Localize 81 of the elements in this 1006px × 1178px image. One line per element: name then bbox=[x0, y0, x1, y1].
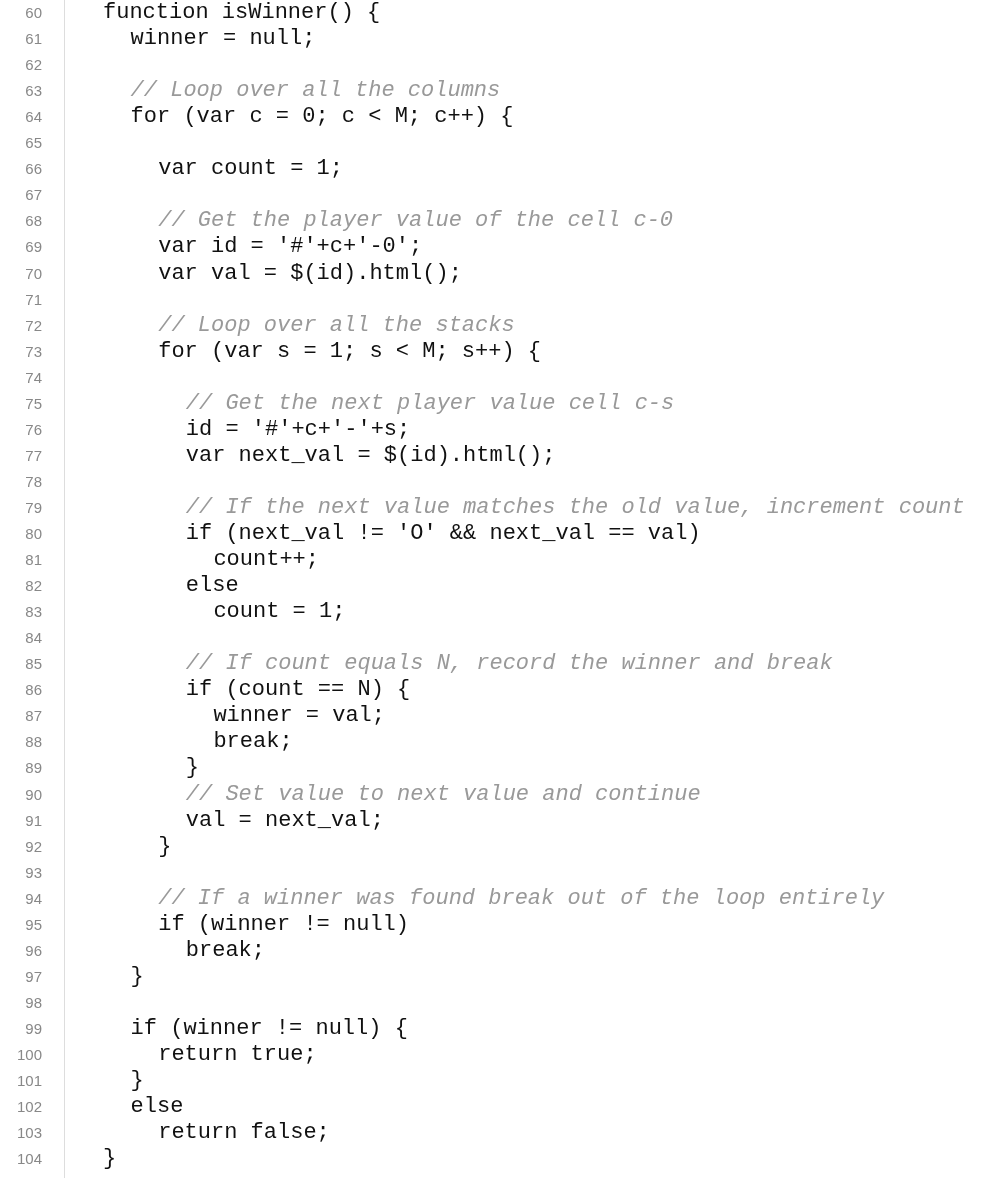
code-line: return false; bbox=[158, 1121, 330, 1146]
line-number: 73 bbox=[24, 341, 42, 362]
line-number: 96 bbox=[24, 940, 42, 961]
code-comment: // If the next value matches the old value, increment count bbox=[185, 495, 965, 520]
code-line: } bbox=[185, 756, 199, 781]
line-number: 103 bbox=[15, 1123, 42, 1144]
line-number: 93 bbox=[24, 862, 42, 883]
line-number: 87 bbox=[24, 706, 42, 727]
code-comment: // Loop over all the stacks bbox=[158, 313, 515, 338]
line-number: 102 bbox=[15, 1097, 42, 1118]
line-number: 91 bbox=[24, 810, 42, 831]
line-number: 72 bbox=[24, 315, 42, 336]
line-number: 80 bbox=[24, 524, 42, 544]
code-line: } bbox=[103, 1147, 117, 1172]
line-number: 97 bbox=[24, 966, 42, 987]
line-number: 99 bbox=[24, 1018, 42, 1039]
code-line: var count = 1; bbox=[158, 157, 344, 182]
line-number: 100 bbox=[15, 1045, 42, 1065]
code-line: var id = '#'+c+'-0'; bbox=[158, 235, 423, 260]
line-number: 86 bbox=[24, 680, 42, 701]
line-number: 65 bbox=[24, 133, 42, 154]
line-number: 104 bbox=[15, 1149, 42, 1170]
code-comment: // Set value to next value and continue bbox=[185, 782, 701, 807]
line-number: 76 bbox=[24, 419, 42, 440]
line-number: 64 bbox=[24, 107, 42, 128]
line-number: 74 bbox=[24, 367, 42, 388]
line-number: 63 bbox=[24, 81, 42, 102]
code-comment: // Loop over all the columns bbox=[130, 79, 501, 104]
code-line: return true; bbox=[158, 1043, 317, 1067]
code-line: winner = val; bbox=[213, 704, 386, 729]
code-comment: // If count equals N, record the winner and break bbox=[185, 652, 833, 677]
line-number: 88 bbox=[24, 732, 42, 753]
line-number: 60 bbox=[24, 3, 42, 23]
code-line: if (winner != null) { bbox=[130, 1016, 408, 1041]
code-line: winner = null; bbox=[130, 27, 316, 52]
line-number: 94 bbox=[24, 888, 42, 909]
code-line: val = next_val; bbox=[185, 808, 384, 833]
line-number: 92 bbox=[24, 836, 42, 857]
code-line: var next_val = $(id).html(); bbox=[185, 443, 556, 468]
code-line: else bbox=[130, 1095, 184, 1120]
line-number: 83 bbox=[24, 602, 42, 623]
line-number: 62 bbox=[24, 55, 42, 76]
code-line: var val = $(id).html(); bbox=[158, 261, 462, 286]
code-line: } bbox=[158, 834, 172, 859]
line-number: 81 bbox=[24, 550, 42, 571]
code-line: if (count == N) { bbox=[185, 678, 411, 703]
code-line: count = 1; bbox=[213, 600, 346, 625]
code-line: if (winner != null) bbox=[158, 912, 410, 937]
code-line: function isWinner() { bbox=[103, 1, 381, 25]
line-number: 61 bbox=[24, 29, 42, 50]
line-number: 77 bbox=[24, 445, 42, 466]
code-line: } bbox=[130, 964, 144, 989]
code-comment: // If a winner was found break out of the loop entirely bbox=[158, 886, 885, 911]
code-line: } bbox=[130, 1069, 144, 1094]
line-number: 71 bbox=[24, 289, 42, 310]
code-line: break; bbox=[213, 730, 293, 755]
line-number: 98 bbox=[24, 992, 42, 1013]
line-number: 101 bbox=[15, 1071, 42, 1092]
line-number: 78 bbox=[24, 471, 42, 492]
code-line: count++; bbox=[213, 548, 319, 573]
line-number: 67 bbox=[24, 185, 42, 206]
line-number: 90 bbox=[24, 784, 42, 805]
line-number: 70 bbox=[24, 263, 42, 284]
code-line: else bbox=[185, 574, 239, 599]
code-line: if (next_val != 'O' && next_val == val) bbox=[185, 522, 701, 546]
line-number: 82 bbox=[24, 576, 42, 597]
code-line: for (var c = 0; c < M; c++) { bbox=[130, 105, 514, 130]
code-line: id = '#'+c+'-'+s; bbox=[185, 417, 411, 442]
line-number: 79 bbox=[24, 497, 42, 518]
code-line: break; bbox=[185, 938, 265, 963]
code-line: for (var s = 1; s < M; s++) { bbox=[158, 339, 542, 364]
line-number: 85 bbox=[24, 654, 42, 675]
line-number: 75 bbox=[24, 393, 42, 414]
code-comment: // Get the player value of the cell c-0 bbox=[158, 209, 674, 234]
code-comment: // Get the next player value cell c-s bbox=[185, 391, 675, 416]
line-number: 68 bbox=[24, 211, 42, 232]
line-number: 66 bbox=[24, 159, 42, 180]
line-number: 69 bbox=[24, 237, 42, 258]
line-number: 95 bbox=[24, 914, 42, 935]
line-number: 89 bbox=[24, 758, 42, 779]
line-number: 84 bbox=[24, 628, 42, 649]
